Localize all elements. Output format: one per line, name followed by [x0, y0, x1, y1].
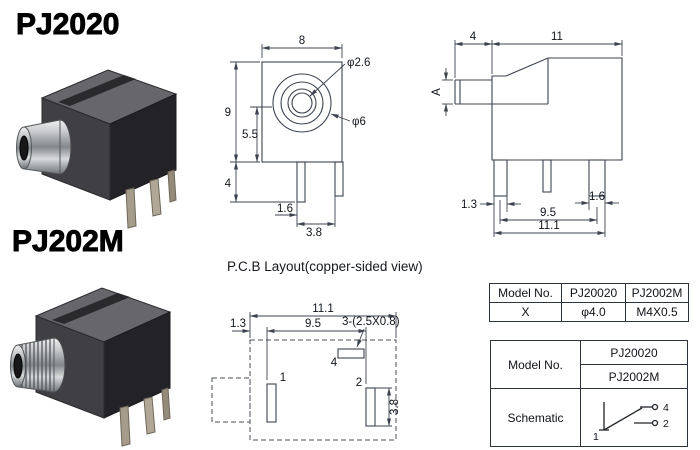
spec-cell-x-value-2: M4X0.5 — [625, 302, 689, 322]
front-hole-circle — [291, 92, 313, 114]
product-photo-pj2020 — [16, 69, 178, 229]
front-bore-circle — [287, 88, 317, 118]
dim-side-barrel-dia-label: A — [431, 88, 443, 96]
front-barrel-circle — [272, 73, 332, 133]
spec-cell-x-value-1: φ4.0 — [561, 302, 626, 322]
spec-table: Model No. PJ20020 PJ2002M X φ4.0 M4X0.5 — [489, 283, 689, 322]
dim-front-pin-offset: 1.6 — [277, 203, 293, 215]
jack-leg — [143, 396, 156, 435]
schematic-pin4-label: 4 — [663, 402, 669, 414]
jack-barrel-hole — [13, 353, 23, 379]
dim-side-total-length: 11.1 — [538, 220, 560, 232]
dim-pcb-edge-offset: 1.3 — [230, 318, 246, 330]
schematic-pin2-label: 2 — [663, 418, 669, 430]
spec-cell-model-pj20020: PJ20020 — [561, 283, 626, 303]
side-pin4 — [542, 159, 552, 193]
jack-leg — [149, 178, 162, 217]
dim-front-width: 8 — [299, 35, 305, 47]
dim-side-pin1-width: 1.3 — [461, 199, 477, 211]
model-schematic-table: Model No. PJ20020 PJ2002M Schematic — [490, 340, 688, 447]
jack-leg — [167, 169, 177, 203]
pcb-pin2-number: 2 — [356, 377, 362, 389]
dim-front-pin-pitch: 3.8 — [306, 227, 322, 239]
dim-pcb-pad-height: 3.8 — [389, 399, 401, 415]
jack-leg — [161, 387, 171, 421]
jack-leg — [119, 405, 131, 447]
dim-side-barrel-length: 4 — [470, 31, 477, 43]
model-name-pj20020: PJ20020 — [580, 340, 688, 365]
pcb-pin1-number: 1 — [280, 372, 286, 384]
jack-schematic-symbol: 4 2 1 — [593, 402, 669, 443]
schematic-cell: 4 2 1 — [580, 388, 688, 447]
product-title-pj202m: PJ202M — [12, 225, 125, 259]
dim-side-pin-pitch: 9.5 — [540, 207, 556, 219]
jack-leg — [125, 187, 137, 229]
spec-cell-model-label: Model No. — [489, 283, 562, 303]
pcb-dimensions: 11.1 9.5 1.3 3-(2.5X0.8) 4 3.8 — [230, 303, 401, 427]
dim-pcb-total-length: 11.1 — [312, 303, 334, 315]
pcb-pad-pin2 — [365, 387, 376, 427]
front-view-drawing: 8 9 5.5 4 φ2.6 φ6 — [225, 35, 371, 239]
dim-front-center-height: 5.5 — [242, 129, 258, 141]
side-view-drawing: 4 11 A 1.3 — [431, 31, 623, 237]
schematic-contact-4 — [651, 403, 659, 411]
jack-body-groove — [52, 293, 130, 324]
pcb-layout-caption: P.C.B Layout(copper-sided view) — [227, 259, 423, 274]
front-leg — [334, 161, 344, 197]
dim-front-height: 9 — [225, 107, 231, 119]
product-title-pj2020: PJ2020 — [16, 8, 120, 42]
dim-front-barrel-dia: φ6 — [352, 116, 366, 128]
pcb-pad-pin1 — [266, 383, 277, 423]
front-leg — [296, 161, 306, 203]
spec-table-header-row: Model No. PJ20020 PJ2002M — [489, 283, 689, 303]
product-photo-pj202m — [10, 287, 172, 447]
dim-side-body-length: 11 — [551, 31, 563, 43]
jack-barrel-hole — [19, 135, 29, 161]
dim-side-pin2-width: 1.6 — [589, 191, 605, 203]
spec-table-x-row: X φ4.0 M4X0.5 — [489, 302, 689, 322]
model-name-pj2002m: PJ2002M — [580, 364, 688, 389]
schematic-label-cell: Schematic — [490, 388, 581, 447]
side-view-dimensions: 4 11 A 1.3 — [431, 31, 623, 237]
model-label-cell: Model No. — [490, 340, 581, 389]
pcb-layout-drawing: 11.1 9.5 1.3 3-(2.5X0.8) 4 3.8 — [211, 303, 401, 441]
side-body-outline — [491, 57, 623, 161]
spec-cell-x-label: X — [489, 302, 562, 322]
jack-body-groove — [58, 75, 136, 106]
side-pin1 — [493, 159, 508, 197]
schematic-contact-2 — [651, 419, 659, 427]
dim-pcb-pin-pitch: 9.5 — [305, 318, 321, 330]
pcb-barrel-outline — [211, 377, 251, 423]
pcb-pad4-number: 4 — [331, 357, 338, 369]
dim-front-hole-dia: φ2.6 — [347, 57, 370, 69]
dim-pcb-slot-spec: 3-(2.5X0.8) — [342, 316, 400, 328]
front-view-dimensions: 8 9 5.5 4 φ2.6 φ6 — [225, 35, 371, 239]
schematic-pin1-label: 1 — [593, 431, 599, 442]
spec-cell-model-pj2002m: PJ2002M — [625, 283, 689, 303]
front-ring-circle — [280, 81, 324, 125]
pcb-pad-pin4 — [337, 348, 365, 359]
side-pin2 — [588, 159, 606, 197]
dim-front-leg-length: 4 — [225, 178, 232, 190]
